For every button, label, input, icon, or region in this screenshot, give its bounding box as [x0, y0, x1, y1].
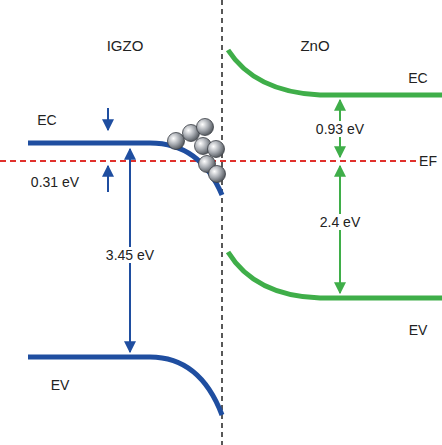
- energy-value: 0.93 eV: [314, 121, 366, 137]
- band-label: EF: [417, 153, 439, 169]
- igzo-conduction-band: [28, 143, 222, 195]
- band-label: EC: [406, 70, 429, 86]
- zno-valence-band: [228, 252, 442, 298]
- material-name: ZnO: [298, 37, 331, 54]
- band-label: EC: [35, 112, 58, 128]
- band-label: EV: [407, 322, 430, 338]
- zno-conduction-band: [228, 50, 442, 95]
- offset-arrow: [107, 108, 109, 130]
- energy-value: 2.4 eV: [318, 214, 362, 230]
- energy-value: 3.45 eV: [104, 247, 156, 263]
- igzo-valence-band: [28, 357, 222, 415]
- electron-cluster: [168, 119, 226, 183]
- energy-value: 0.31 eV: [29, 174, 81, 190]
- offset-arrow: [107, 166, 109, 192]
- interface-line: [221, 0, 223, 445]
- band-label: EV: [49, 377, 72, 393]
- material-name: IGZO: [105, 37, 146, 54]
